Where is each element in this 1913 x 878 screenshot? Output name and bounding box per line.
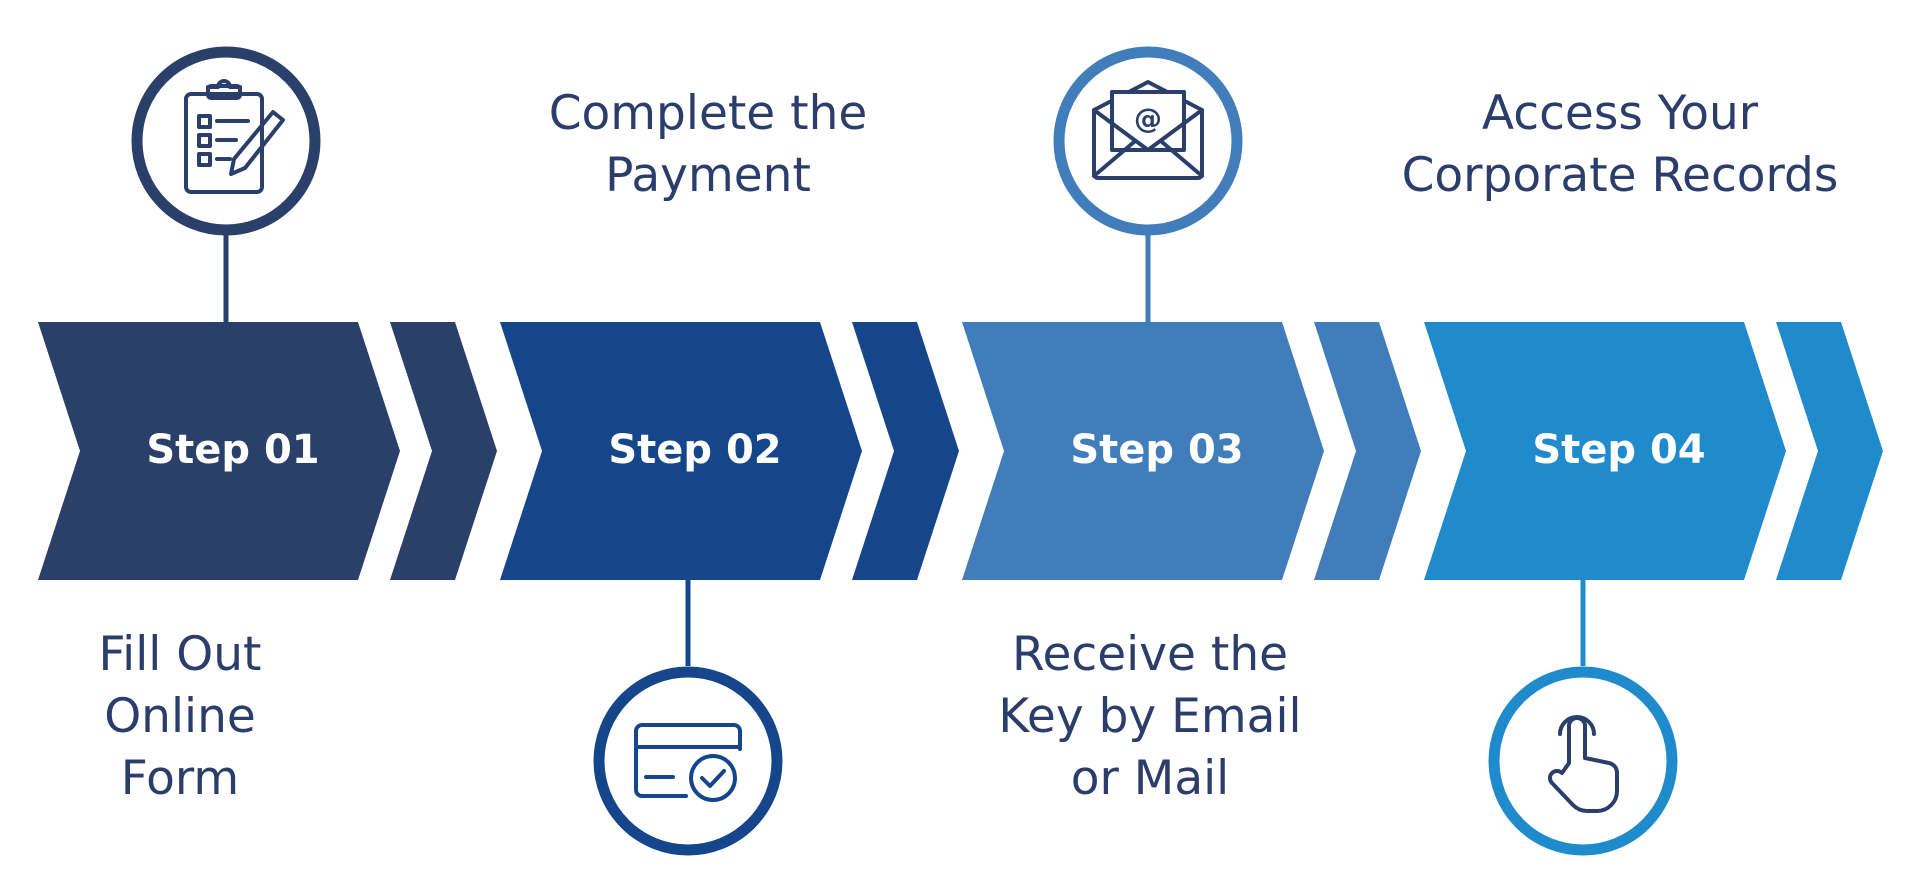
step-1-arrow-tail [390, 322, 497, 580]
step-3-caption-line: Receive the [1011, 627, 1289, 682]
step-3-caption-line: Key by Email [998, 689, 1302, 744]
step-2-arrow-tail [852, 322, 959, 580]
step-3-label: Step 03 [1070, 427, 1244, 473]
step-4-arrow-tail [1776, 322, 1883, 580]
step-2-caption: Complete the Payment [518, 83, 898, 207]
step-2-chevron [500, 322, 862, 580]
step-3-icon-badge: @ [1053, 46, 1243, 236]
email-at-symbol: @ [1134, 102, 1162, 135]
step-2-caption-line: Payment [605, 148, 811, 203]
step-3-chevron [962, 322, 1324, 580]
step-1-chevron [38, 322, 400, 580]
step-1-caption: Fill Out Online Form [60, 624, 300, 810]
step-2-icon-badge [593, 666, 783, 856]
step-1-caption-line: Online [104, 689, 256, 744]
credit-card-check-icon [634, 723, 742, 802]
step-4-label: Step 04 [1532, 427, 1706, 473]
step-3-caption: Receive the Key by Email or Mail [955, 624, 1345, 810]
step-1-caption-line: Form [120, 751, 240, 806]
step-3-caption-line: or Mail [1070, 751, 1230, 806]
step-2-caption-line: Complete the [548, 86, 868, 141]
step-4-caption-line: Access Your [1481, 86, 1759, 141]
clipboard-checklist-pencil-icon [184, 79, 285, 194]
step-4-caption: Access Your Corporate Records [1360, 83, 1880, 207]
step-1-caption-line: Fill Out [98, 627, 262, 682]
step-1-icon-badge [131, 46, 321, 236]
pointing-hand-tap-icon [1547, 715, 1619, 813]
email-envelope-icon [1092, 80, 1204, 180]
step-4-caption-line: Corporate Records [1401, 148, 1839, 203]
step-4-chevron [1424, 322, 1786, 580]
step-3-arrow-tail [1314, 322, 1421, 580]
step-2-label: Step 02 [608, 427, 782, 473]
step-1-label: Step 01 [146, 427, 320, 473]
step-4-icon-badge [1488, 666, 1678, 856]
